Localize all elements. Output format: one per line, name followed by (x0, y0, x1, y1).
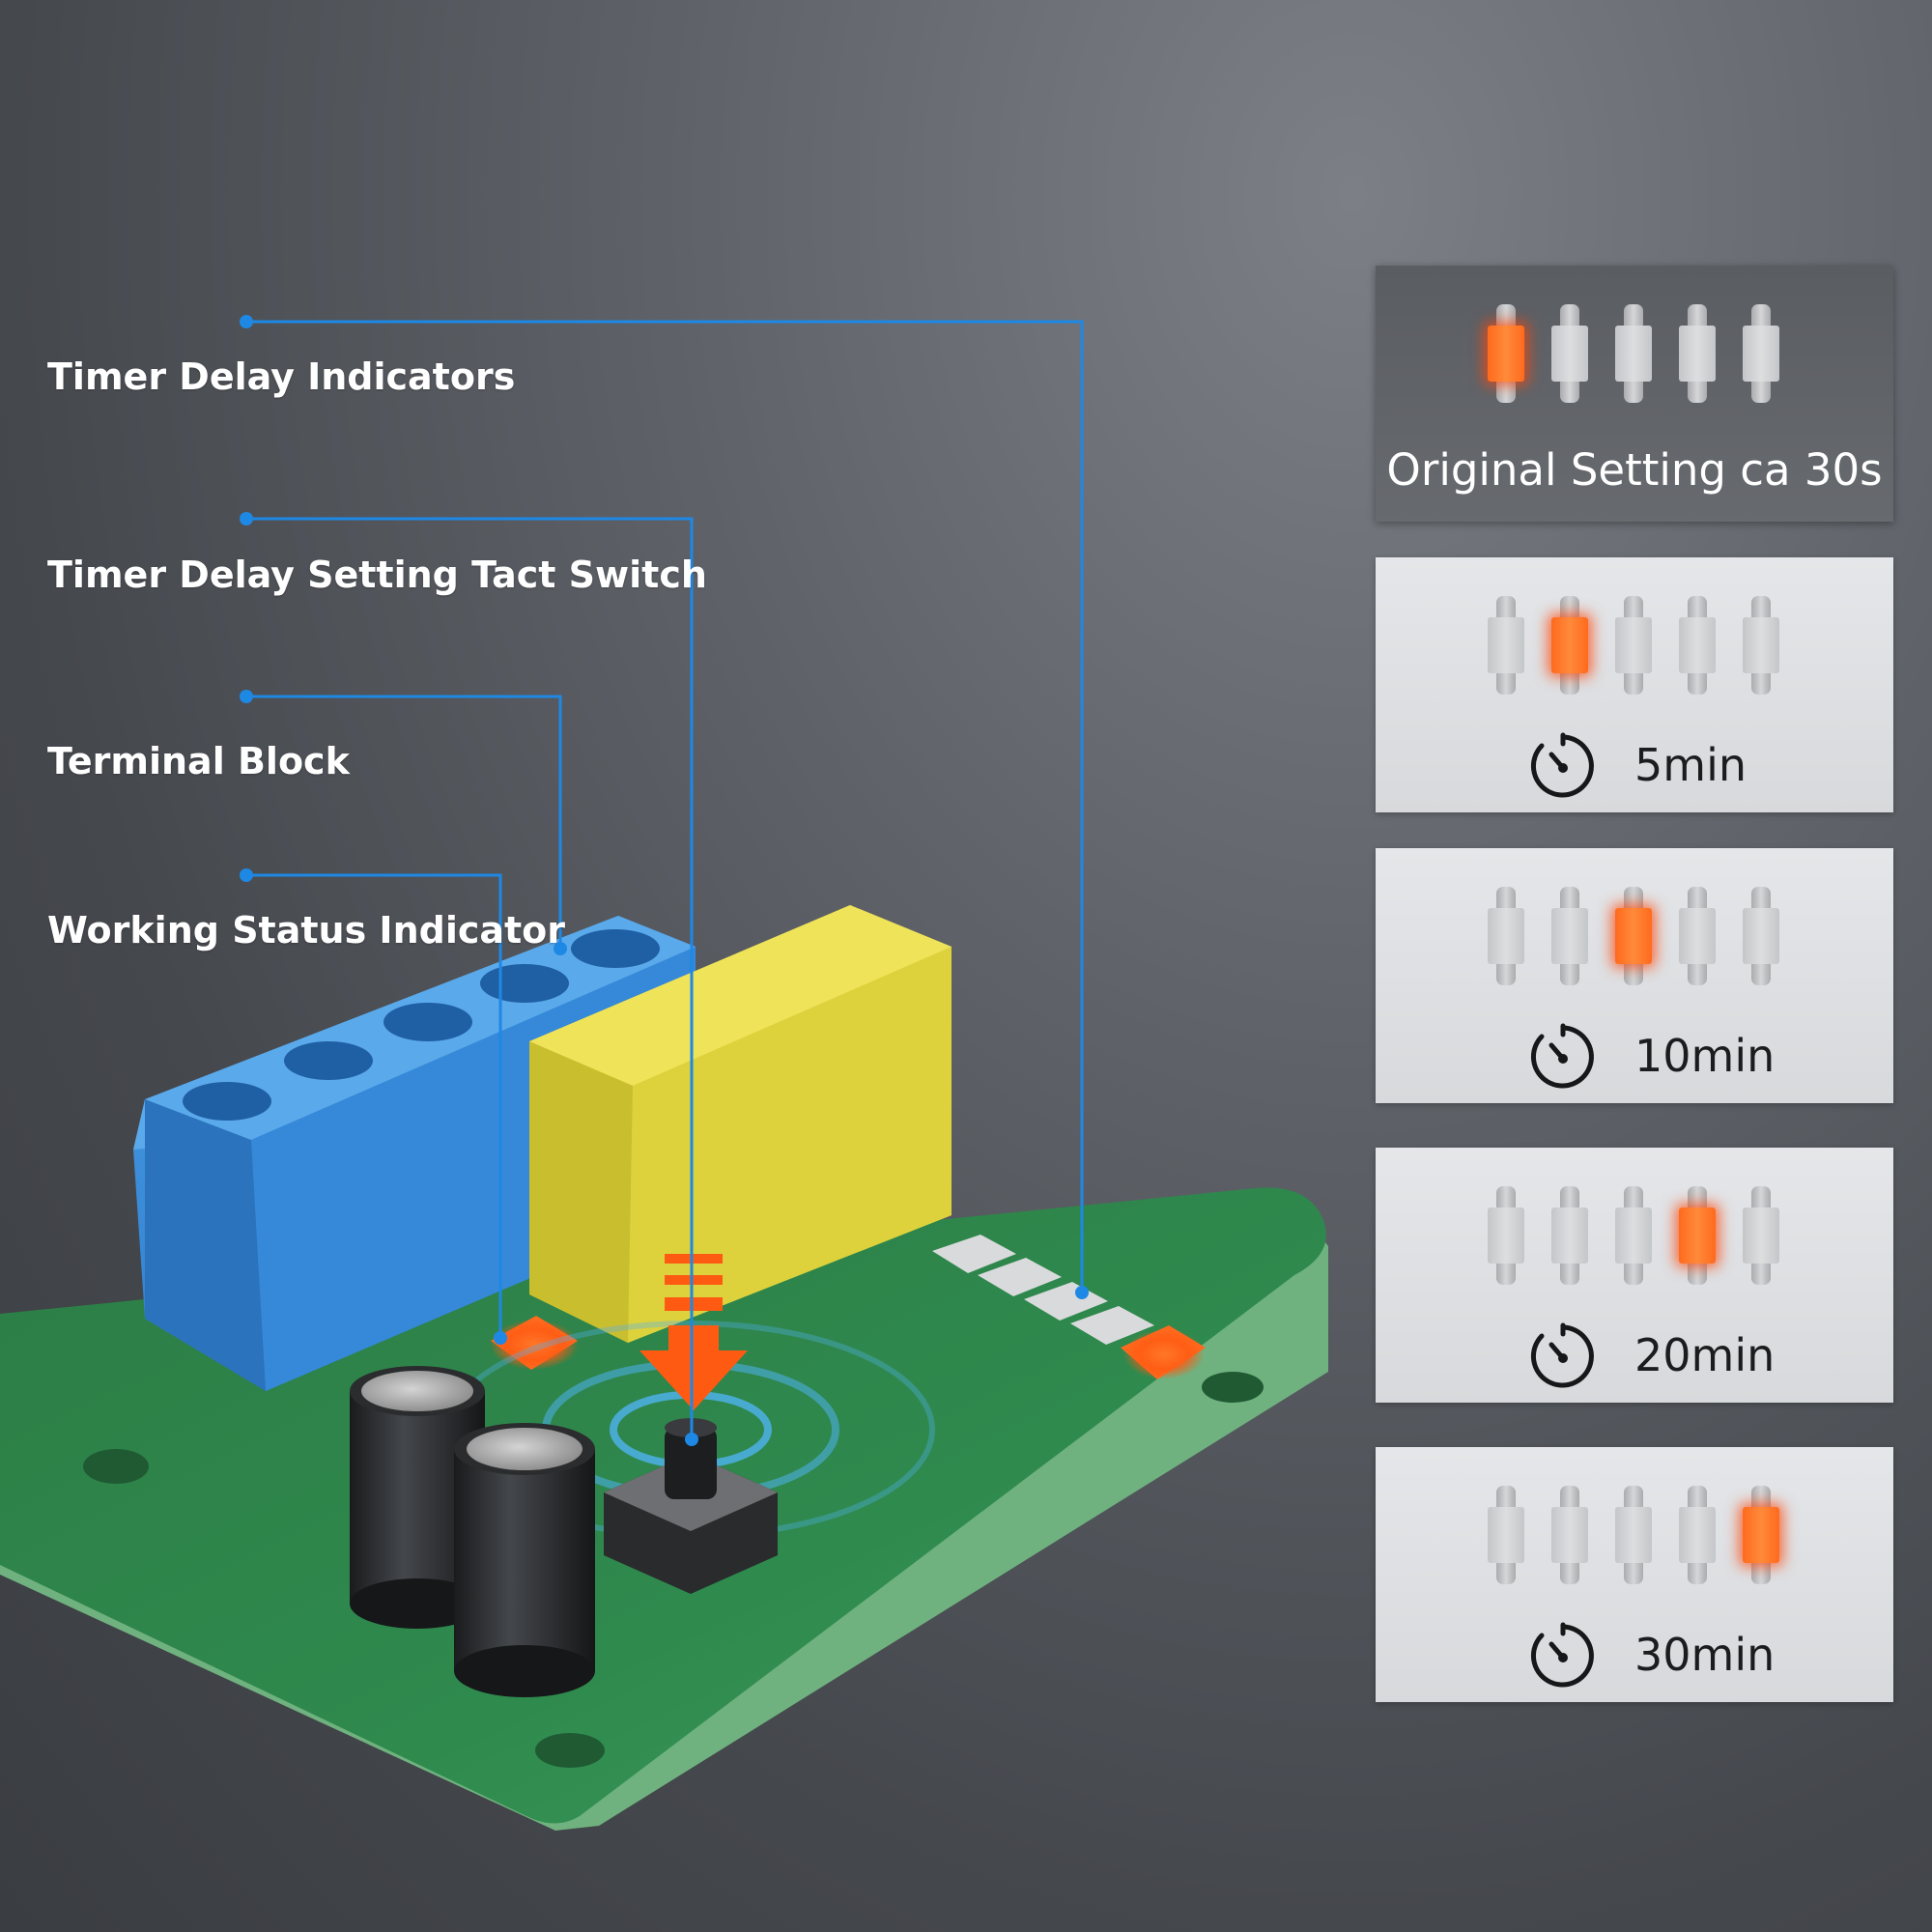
led-indicator-row (1488, 887, 1806, 985)
callout-tact-switch: Timer Delay Setting Tact Switch (47, 554, 707, 596)
led-off (1679, 304, 1716, 403)
stopwatch-icon (1530, 1622, 1594, 1688)
led-off (1615, 1186, 1652, 1285)
setting-panel-30min: 30min (1376, 1447, 1893, 1702)
leader-timer-delay-indicators (246, 320, 1084, 1293)
led-off (1551, 1486, 1588, 1584)
setting-panel-10min: 10min (1376, 848, 1893, 1103)
setting-panel-5min: 5min (1376, 557, 1893, 812)
timer-led-array (932, 1235, 1206, 1379)
led-off (1551, 887, 1588, 985)
leader-working-status (246, 873, 502, 1338)
working-status-led (490, 1316, 579, 1370)
led-off (1488, 596, 1524, 695)
led-off (1615, 1486, 1652, 1584)
callout-working-status-indicator: Working Status Indicator (47, 909, 566, 952)
stopwatch-icon (1530, 1322, 1594, 1388)
timer-value: 20min (1634, 1329, 1776, 1381)
led-off (1488, 1486, 1524, 1584)
capacitors (350, 1366, 595, 1697)
leader-tact-switch (246, 517, 694, 1439)
led-indicator-row (1488, 304, 1806, 403)
led-off (1679, 887, 1716, 985)
led-lit (1551, 596, 1588, 695)
led-lit (1615, 887, 1652, 985)
stopwatch-icon (1530, 1023, 1594, 1089)
led-off (1488, 1186, 1524, 1285)
callout-lines (246, 320, 1084, 1439)
led-off (1615, 304, 1652, 403)
led-off (1615, 596, 1652, 695)
callout-timer-delay-indicators: Timer Delay Indicators (47, 355, 516, 398)
led-indicator-row (1488, 1186, 1806, 1285)
led-off (1551, 1186, 1588, 1285)
timer-value: 30min (1634, 1629, 1776, 1681)
led-off (1488, 887, 1524, 985)
leader-terminal-block (246, 695, 562, 949)
down-arrow-icon (639, 1254, 748, 1410)
callout-dots (240, 315, 1089, 1446)
led-off (1743, 304, 1779, 403)
relay (529, 905, 952, 1343)
led-off (1743, 596, 1779, 695)
timer-value: 10min (1634, 1030, 1776, 1082)
led-off (1551, 304, 1588, 403)
led-off (1743, 1186, 1779, 1285)
led-indicator-row (1488, 596, 1806, 695)
led-off (1679, 1486, 1716, 1584)
setting-panel-20min: 20min (1376, 1148, 1893, 1403)
setting-panel-original: Original Setting ca 30s (1376, 266, 1893, 522)
led-lit (1743, 1486, 1779, 1584)
led-indicator-row (1488, 1486, 1806, 1584)
led-lit (1488, 304, 1524, 403)
led-off (1679, 596, 1716, 695)
callout-terminal-block: Terminal Block (47, 740, 350, 782)
timer-value: 5min (1634, 739, 1747, 791)
led-lit (1679, 1186, 1716, 1285)
led-off (1743, 887, 1779, 985)
stopwatch-icon (1530, 732, 1594, 798)
setting-label: Original Setting ca 30s (1386, 444, 1883, 496)
